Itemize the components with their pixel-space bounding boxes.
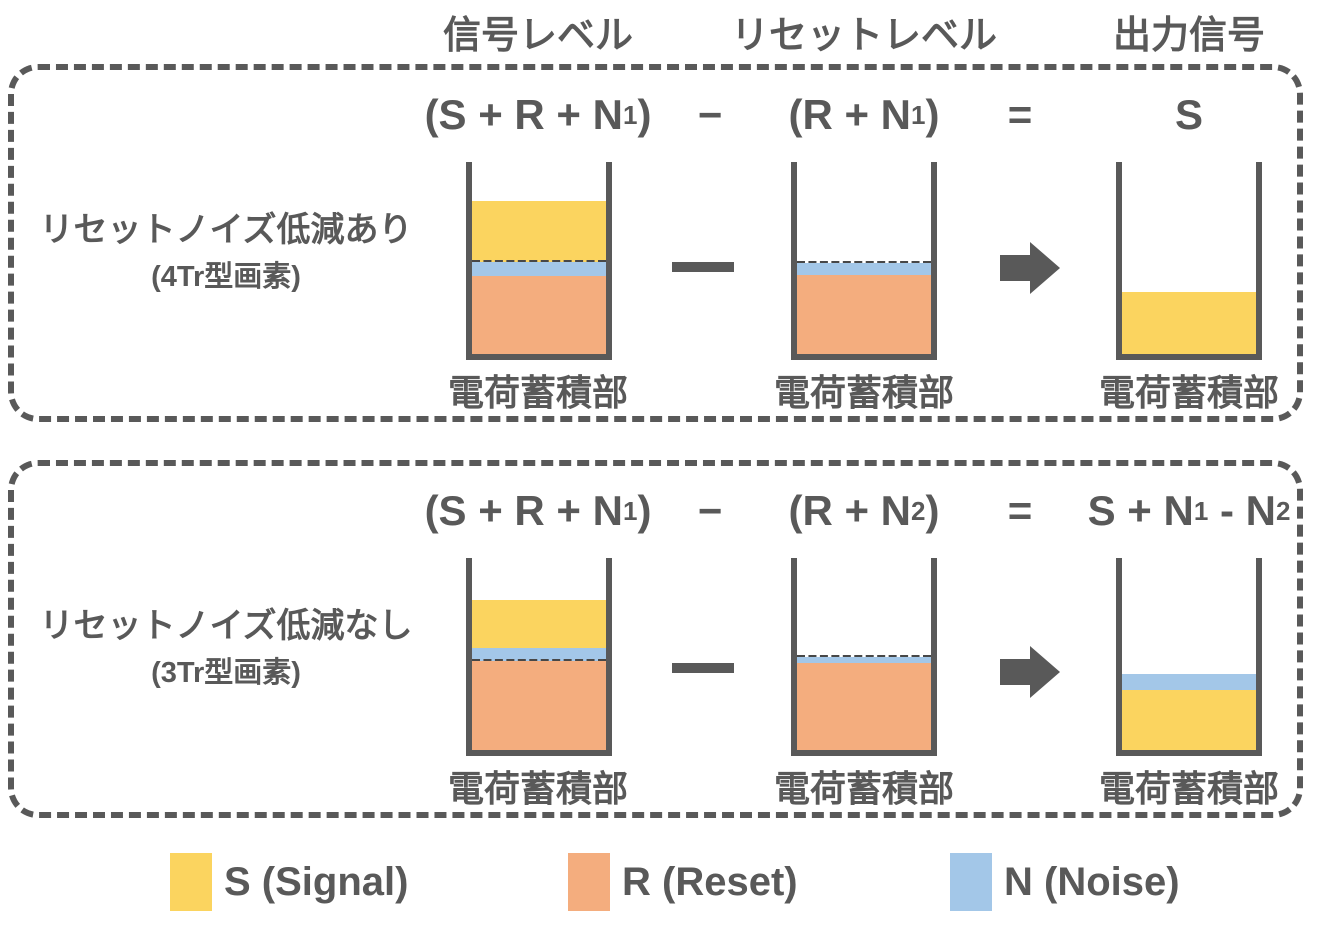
formula-minus: −	[697, 91, 723, 138]
signal-level-beaker	[466, 162, 612, 360]
charge-storage-label: 電荷蓄積部	[447, 768, 628, 809]
signal-fill	[1122, 292, 1256, 354]
beaker-cap	[1105, 146, 1273, 162]
noise-fill	[797, 657, 931, 663]
legend-item-signal: S (Signal)	[170, 853, 408, 911]
reset-level-beaker	[791, 558, 937, 756]
formula-minus: −	[697, 487, 723, 534]
charge-storage-label: 電荷蓄積部	[773, 372, 954, 413]
beaker-cap	[780, 146, 948, 162]
reset-fill	[472, 661, 606, 750]
charge-storage-label: 電荷蓄積部	[773, 768, 954, 809]
panel-subtitle: (4Tr型画素)	[151, 261, 301, 293]
noise-fill	[1122, 674, 1256, 690]
formula-equals: =	[1007, 91, 1033, 138]
result-arrow-icon	[1000, 659, 1032, 685]
formula-result: S	[1174, 91, 1203, 138]
panel-title: リセットノイズ低減あり	[39, 211, 413, 249]
minus-operator-bar	[672, 663, 734, 673]
reset-fill	[797, 663, 931, 750]
signal-swatch	[170, 853, 212, 911]
charge-storage-label: 電荷蓄積部	[447, 372, 628, 413]
output-signal-beaker	[1116, 558, 1262, 756]
legend-item-noise: N (Noise)	[950, 853, 1180, 911]
beaker-cap	[455, 146, 623, 162]
result-arrow-icon	[1030, 646, 1060, 698]
minus-operator-bar	[672, 262, 734, 272]
panel-title: リセットノイズ低減なし	[39, 607, 413, 645]
reset-swatch	[568, 853, 610, 911]
output-signal-beaker	[1116, 162, 1262, 360]
signal-level-beaker	[466, 558, 612, 756]
beaker-cap	[780, 542, 948, 558]
formula-equals: =	[1007, 487, 1033, 534]
column-header-reset-level: リセットレベル	[730, 14, 997, 57]
column-header-signal-level: 信号レベル	[442, 14, 633, 57]
legend-label: R (Reset)	[622, 859, 798, 904]
legend-label: S (Signal)	[224, 859, 409, 904]
noise-swatch	[950, 853, 992, 911]
signal-fill	[472, 201, 606, 262]
signal-fill	[472, 600, 606, 648]
legend-label: N (Noise)	[1004, 859, 1180, 904]
reset-fill	[797, 275, 931, 354]
column-header-output-signal: 出力信号	[1112, 14, 1265, 57]
reset-fill	[472, 276, 606, 354]
result-arrow-icon	[1030, 242, 1060, 294]
result-arrow-icon	[1000, 255, 1032, 281]
panel-subtitle: (3Tr型画素)	[151, 657, 301, 689]
beaker-cap	[455, 542, 623, 558]
beaker-cap	[1105, 542, 1273, 558]
noise-fill	[797, 263, 931, 275]
noise-fill	[472, 648, 606, 661]
charge-storage-label: 電荷蓄積部	[1098, 372, 1279, 413]
reset-level-beaker	[791, 162, 937, 360]
signal-fill	[1122, 690, 1256, 750]
legend-item-reset: R (Reset)	[568, 853, 798, 911]
charge-storage-label: 電荷蓄積部	[1098, 768, 1279, 809]
noise-fill	[472, 262, 606, 276]
